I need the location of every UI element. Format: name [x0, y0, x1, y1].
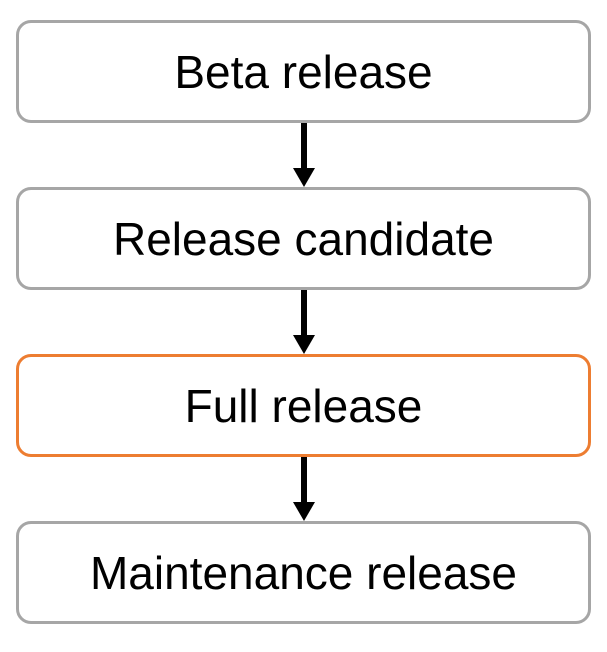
flow-node-full-release: Full release — [16, 354, 591, 457]
arrow-shaft — [300, 123, 307, 168]
flow-node-release-candidate: Release candidate — [16, 187, 591, 290]
down-arrow — [292, 290, 315, 354]
down-arrow — [292, 457, 315, 521]
flow-node-beta-release: Beta release — [16, 20, 591, 123]
flow-node-label: Maintenance release — [89, 546, 518, 599]
arrow-head-icon — [292, 335, 315, 354]
arrow-shaft — [300, 457, 307, 502]
flow-node-label: Release candidate — [112, 212, 495, 265]
arrow-shaft — [300, 290, 307, 335]
arrow-head-icon — [292, 502, 315, 521]
arrow-head-icon — [292, 168, 315, 187]
flow-node-maintenance-release: Maintenance release — [16, 521, 591, 624]
flow-node-label: Beta release — [174, 45, 433, 98]
release-flowchart: Beta release Release candidate Full rele… — [16, 20, 591, 624]
flow-node-label: Full release — [184, 379, 423, 432]
down-arrow — [292, 123, 315, 187]
